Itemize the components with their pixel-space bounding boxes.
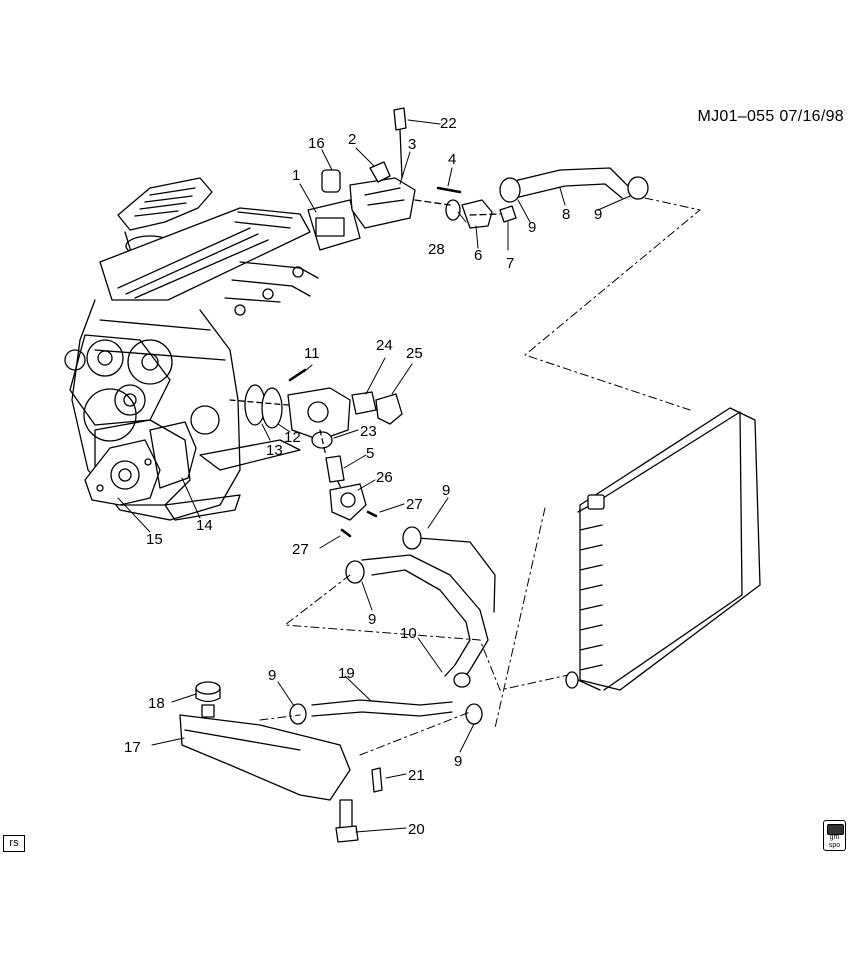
callout-12: 12 xyxy=(284,429,301,446)
callout-3: 3 xyxy=(408,136,417,153)
callout-4: 4 xyxy=(448,151,457,168)
thermostat-housing-assembly xyxy=(307,107,517,251)
inlet-housing-assembly xyxy=(229,368,403,538)
callout-9-b: 9 xyxy=(594,206,603,223)
callout-17: 17 xyxy=(124,739,141,756)
callout-9-a: 9 xyxy=(528,219,537,236)
callout-24: 24 xyxy=(376,337,393,354)
callout-20: 20 xyxy=(408,821,425,838)
callout-22: 22 xyxy=(440,115,457,132)
engine-assembly xyxy=(64,177,319,521)
gm-spo-logo: gm spo xyxy=(823,820,846,851)
radiator xyxy=(565,407,761,691)
callout-9-d: 9 xyxy=(368,611,377,628)
callout-14: 14 xyxy=(196,517,213,534)
callout-5: 5 xyxy=(366,445,375,462)
corner-tag: rs xyxy=(3,835,25,852)
callout-13: 13 xyxy=(266,442,283,459)
callout-25: 25 xyxy=(406,345,423,362)
callout-18: 18 xyxy=(148,695,165,712)
callout-21: 21 xyxy=(408,767,425,784)
logo-line-1: gm xyxy=(829,834,840,841)
callout-9-c: 9 xyxy=(442,482,451,499)
callout-1: 1 xyxy=(292,167,301,184)
callout-7: 7 xyxy=(506,255,515,272)
coolant-reservoir xyxy=(179,681,483,843)
callout-27-a: 27 xyxy=(406,496,423,513)
callout-23: 23 xyxy=(360,423,377,440)
callout-6: 6 xyxy=(474,247,483,264)
water-pump xyxy=(84,439,161,506)
logo-line-2: spo xyxy=(828,842,841,849)
callout-8: 8 xyxy=(562,206,571,223)
callout-19: 19 xyxy=(338,665,355,682)
callout-11: 11 xyxy=(304,345,320,362)
callout-9-f: 9 xyxy=(454,753,463,770)
callout-26: 26 xyxy=(376,469,393,486)
callout-10: 10 xyxy=(400,625,417,642)
routing-lines xyxy=(259,197,701,756)
callout-15: 15 xyxy=(146,531,163,548)
callout-28: 28 xyxy=(428,241,445,258)
callout-9-e: 9 xyxy=(268,667,277,684)
leader-lines xyxy=(117,119,631,833)
upper-radiator-hose xyxy=(499,167,649,203)
callout-16: 16 xyxy=(308,135,325,152)
lower-radiator-hose xyxy=(345,526,496,688)
document-id: MJ01–055 07/16/98 xyxy=(697,108,844,125)
water-pump-gasket xyxy=(149,421,197,489)
callout-27-b: 27 xyxy=(292,541,309,558)
callout-2: 2 xyxy=(348,131,357,148)
